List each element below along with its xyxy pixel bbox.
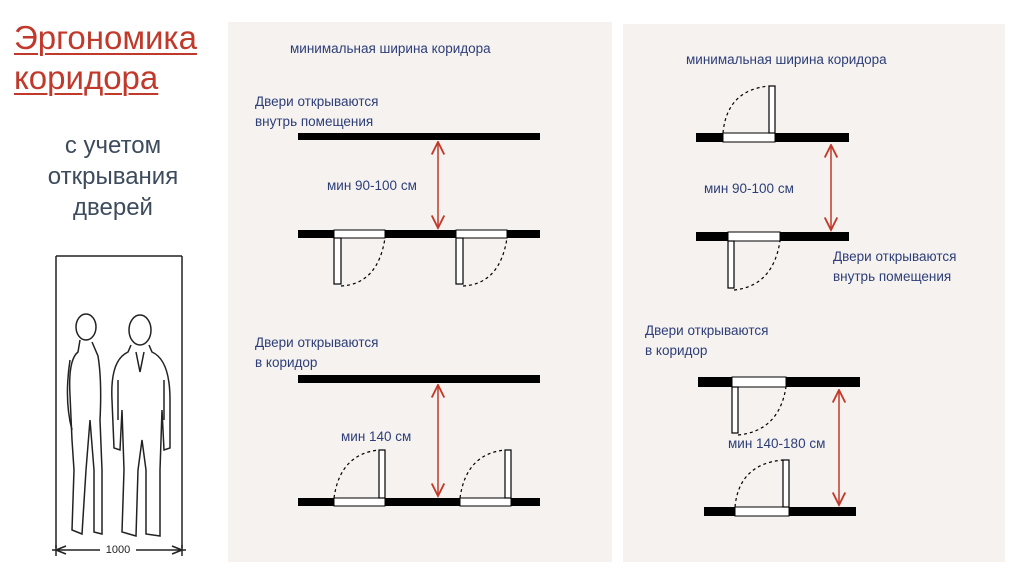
door-opening (722, 132, 776, 143)
door-opening (333, 497, 386, 507)
left-panel-header: минимальная ширина коридора (290, 41, 491, 56)
door-leaf (455, 237, 464, 285)
right-diagram-panel: минимальная ширина коридора мин 90-100 с… (623, 24, 1005, 562)
door-leaf (782, 459, 790, 508)
left-top-wall (298, 133, 540, 140)
page-title: Эргономика коридора (14, 18, 224, 98)
right-diagram: минимальная ширина коридора мин 90-100 с… (645, 52, 956, 517)
door-leaf (727, 240, 735, 289)
left-bottom-label-1: Двери открываются (255, 335, 378, 350)
right-bottom-label-2: в коридор (645, 343, 707, 358)
door-opening (734, 506, 790, 517)
right-bottom-dimension: мин 140-180 см (728, 436, 825, 451)
left-diagram: минимальная ширина коридора Двери открыв… (255, 41, 540, 507)
door-leaf (333, 237, 342, 285)
left-bottom-dimension: мин 140 см (341, 429, 411, 444)
door-swing-arc (333, 449, 380, 499)
door-opening (727, 231, 781, 242)
door-swing-arc (737, 386, 787, 436)
subtitle-line-1: с учетом (64, 132, 162, 159)
title-line-2: коридора (14, 59, 159, 96)
right-top-label-1: Двери открываются (833, 249, 956, 264)
door-leaf (768, 85, 776, 134)
door-swing-arc (340, 237, 386, 287)
left-top-dimension: мин 90-100 см (327, 178, 417, 193)
right-panel-header: минимальная ширина коридора (686, 52, 887, 67)
subtitle-line-3: дверей (73, 194, 153, 221)
right-top-label-2: внутрь помещения (833, 269, 951, 284)
figure-width-label: 1000 (106, 544, 130, 556)
door-opening (455, 229, 508, 239)
door-swing-arc (722, 85, 770, 134)
left-bottom-door-wall (298, 498, 540, 506)
door-swing-arc (459, 449, 506, 499)
door-leaf (378, 449, 386, 499)
right-top-dimension: мин 90-100 см (704, 181, 794, 196)
door-leaf (504, 449, 512, 499)
right-bottom-label-1: Двери открываются (645, 323, 768, 338)
door-leaf (731, 386, 739, 434)
left-diagram-panel: минимальная ширина коридора Двери открыв… (228, 22, 612, 562)
door-opening (731, 376, 787, 388)
door-swing-arc (733, 240, 781, 291)
door-swing-arc (462, 237, 508, 287)
left-bottom-label-2: в коридор (255, 355, 317, 370)
left-bottom-wall (298, 375, 540, 383)
subtitle-line-2: открывания (47, 163, 179, 190)
door-opening (333, 229, 386, 239)
left-top-label-1: Двери открываются (255, 94, 378, 109)
human-figures-illustration: 1000 (52, 255, 186, 556)
left-top-label-2: внутрь помещения (255, 114, 373, 129)
door-opening (459, 497, 512, 507)
title-line-1: Эргономика (14, 19, 197, 56)
door-swing-arc (734, 459, 784, 508)
left-top-door-wall (298, 230, 540, 238)
page-subtitle: с учетом открывания дверей (18, 130, 208, 223)
